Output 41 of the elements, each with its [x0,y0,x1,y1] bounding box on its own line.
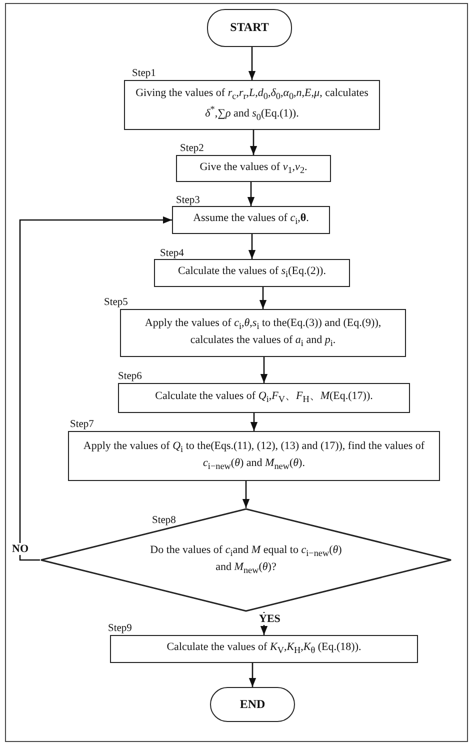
step-text: Apply the values of Q$_{i}$ to the(Eqs.(11), (12), (13) and (17)), find the values of c$_{i−new}$(θ) and M$_{new}$(θ). [82,438,426,474]
arrow [250,130,258,155]
process-box [110,635,418,663]
step-text: Calculate the values of K$_{V}$,K$_{H}$,K$_{θ}$ (Eq.(18)). [166,640,362,658]
process-box [154,259,350,287]
edge-label: NO [11,543,30,555]
step-label: Step6 [118,371,142,382]
step-text: Do the values of c$_{i}$and M equal to c$_{i−new}$(θ) and M$_{new}$(θ)? [149,542,343,578]
step-label: Step5 [104,297,128,308]
edge-label: YES [258,613,282,625]
arrow [242,481,250,508]
decision-diamond [40,508,452,612]
step-label: Step7 [70,419,94,430]
step-label: Step3 [176,195,200,206]
step-label: Step9 [108,623,132,634]
step-text: Give the values of v$_{1}$,v$_{2}$. [198,160,308,177]
step-label: Step1 [132,68,156,79]
arrow [248,47,256,80]
arrow [259,287,267,309]
terminal-text: START [229,19,270,36]
process-box [118,383,410,413]
step-text: Calculate the values of Q$_{i}$,F$_{V}$、F$_{H}$、M(Eq.(17)). [154,389,374,406]
arrow [250,413,258,431]
arrow [19,216,172,561]
step-text: Calculate the values of s$_{i}$(Eq.(2)). [177,264,327,282]
process-box [124,80,380,130]
process-box [68,431,440,481]
step-label: Step4 [160,248,184,259]
step-label: Step2 [180,143,204,154]
step-label: Step8 [152,515,176,526]
step-text: Assume the values of c$_{i}$,θ. [192,211,310,228]
process-box [172,206,330,234]
arrow [247,182,255,206]
terminal-text: END [238,696,266,713]
process-box [176,155,331,182]
process-box [120,309,406,357]
arrow [248,234,256,259]
arrow [260,357,268,383]
arrow [248,663,256,687]
step-text: Giving the values of r$_{c}$,r$_{r}$,L,d$_{0}$,δ$_{0}$,α$_{0}$,n,E,μ, calculates δ$^{*}$,∑ρ and s$_{0}$(Eq.(1)). [134,86,370,124]
step-text: Apply the values of c$_{i}$,θ,s$_{i}$ to the(Eq.(3)) and (Eq.(9)), calculates the values of a$_{i}$ and p$_{i}$. [144,316,382,350]
